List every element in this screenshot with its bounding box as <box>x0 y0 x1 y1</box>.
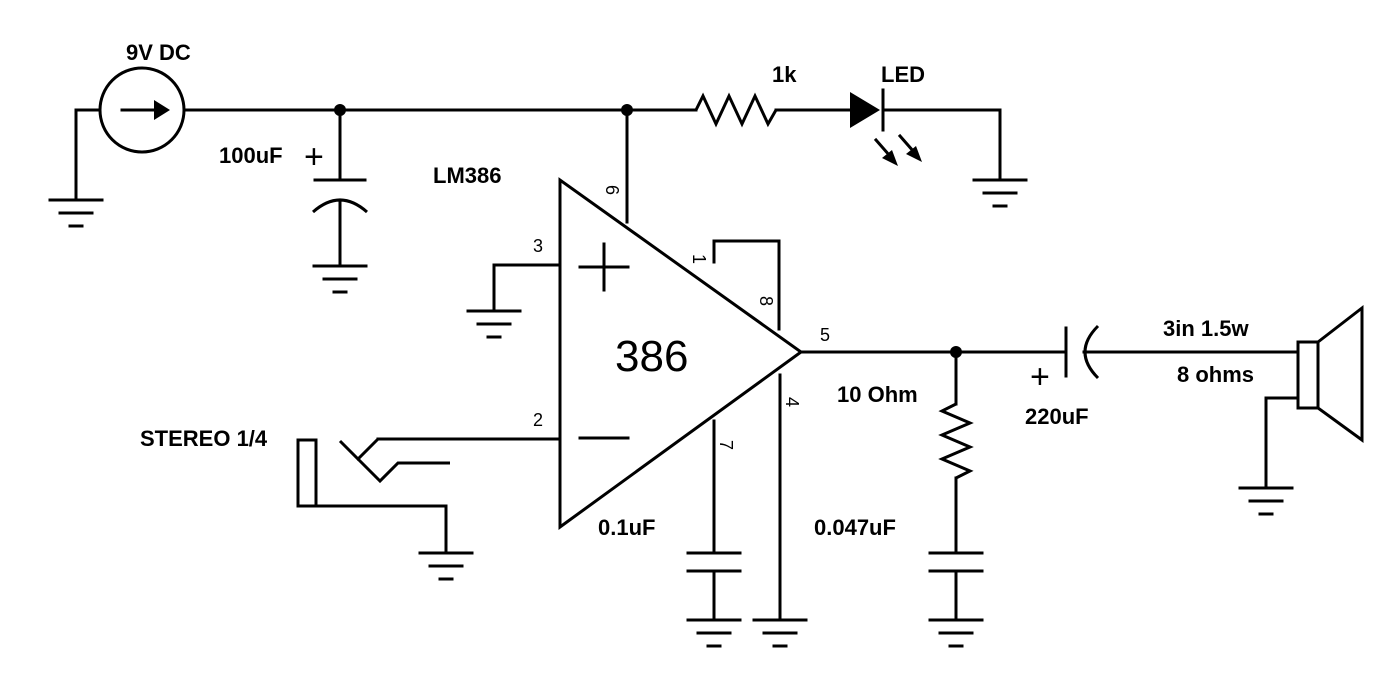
ground-icon <box>686 618 742 648</box>
zobel-network-symbol <box>928 350 984 648</box>
led-symbol <box>850 88 1028 208</box>
speaker-size-label: 3in 1.5w <box>1163 316 1249 341</box>
ground-icon <box>48 198 104 228</box>
pin-2-label: 2 <box>533 410 543 430</box>
ground-icon <box>928 618 984 648</box>
zobel-resistor-label: 10 Ohm <box>837 382 918 407</box>
ground-icon <box>312 264 368 294</box>
led-resistor-label: 1k <box>772 62 797 87</box>
polarity-plus-icon: + <box>304 138 324 176</box>
supply-rail <box>74 104 1002 116</box>
ground-icon <box>752 618 808 648</box>
pin-3-label: 3 <box>533 236 543 256</box>
audio-jack-label: STEREO 1/4 <box>140 426 268 451</box>
speaker-symbol <box>1238 304 1364 516</box>
ground-icon <box>1238 486 1294 516</box>
ground-icon <box>418 551 474 581</box>
bypass-capacitor-label: 0.1uF <box>598 515 655 540</box>
amplifier-body-label: 386 <box>615 332 688 381</box>
amplifier-name-label: LM386 <box>433 163 501 188</box>
supply-capacitor-label: 100uF <box>219 143 283 168</box>
led-resistor-symbol <box>694 92 778 128</box>
audio-jack-symbol <box>296 437 474 581</box>
amplifier-symbol <box>376 108 808 648</box>
pin-8-label: 8 <box>756 296 776 306</box>
pin-6-label: 6 <box>602 185 622 195</box>
pin-7-label: 7 <box>716 440 736 450</box>
led-label: LED <box>881 62 925 87</box>
zobel-capacitor-label: 0.047uF <box>814 515 896 540</box>
output-capacitor-symbol: + <box>1030 324 1300 396</box>
pin-5-label: 5 <box>820 325 830 345</box>
output-capacitor-label: 220uF <box>1025 404 1089 429</box>
battery-symbol <box>48 66 186 228</box>
output-wire <box>799 346 1068 358</box>
supply-capacitor-symbol: + <box>304 108 368 294</box>
speaker-impedance-label: 8 ohms <box>1177 362 1254 387</box>
pin-1-label: 1 <box>689 254 709 264</box>
battery-label: 9V DC <box>126 40 191 65</box>
ground-icon <box>466 309 522 339</box>
ground-icon <box>972 178 1028 208</box>
pin-4-label: 4 <box>782 397 802 407</box>
polarity-plus-icon: + <box>1030 358 1050 396</box>
